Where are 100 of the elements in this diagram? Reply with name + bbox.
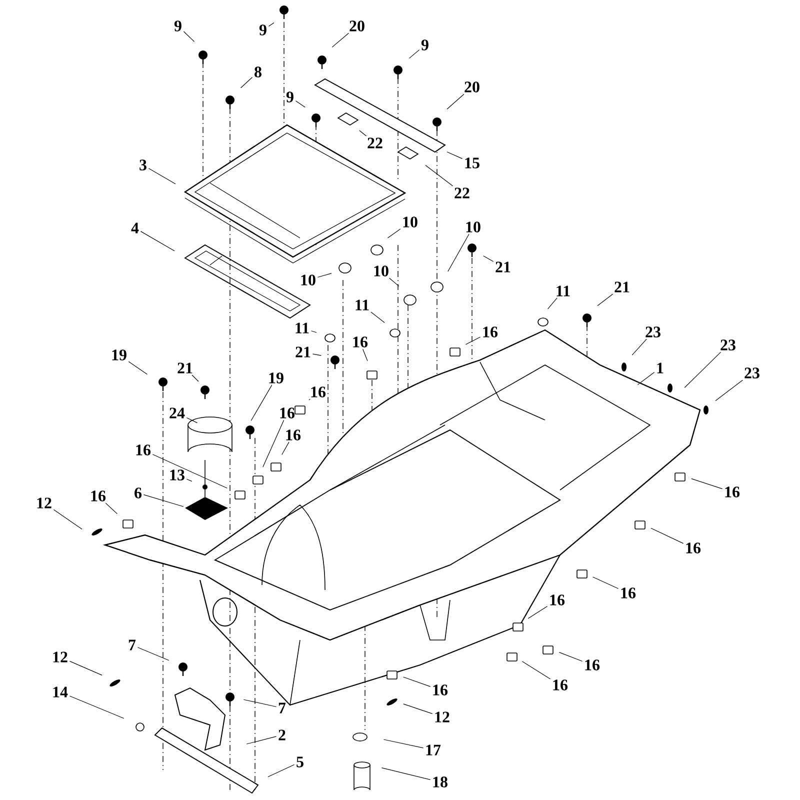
callout-number: 16 [621,588,636,598]
leader-line [448,234,470,272]
leader-line [548,298,558,310]
callout-number: 19 [112,350,126,360]
leader-line [408,50,420,59]
callout-number: 7 [278,702,286,714]
callout-number: 16 [553,680,568,690]
leader-line [148,168,176,184]
callout-number: 1 [657,362,664,374]
leader-line [715,380,743,401]
callout-number: 11 [356,300,369,310]
leader-line [243,699,277,708]
callout-number: 16 [136,444,151,456]
leader-line [282,442,290,455]
leader-line [262,420,284,468]
callout-number: 10 [374,266,388,276]
leader-line [528,606,548,619]
callout-number: 16 [483,326,498,338]
leader-line [483,256,494,262]
callout-number: 10 [403,216,418,228]
leader-line [295,100,306,108]
callout-number: 20 [464,82,480,92]
callout-number: 14 [53,686,68,698]
callout-number: 24 [170,408,185,418]
callout-number: 22 [454,188,470,198]
callout-number: 21 [614,282,630,292]
leader-line [465,336,481,345]
callout-number: 8 [254,66,262,78]
leader-line [425,165,454,186]
leader-line [381,768,431,780]
callout-number: 16 [433,684,448,696]
leader-line [597,294,614,306]
callout-number: 23 [744,368,760,378]
leader-line [268,764,295,778]
leader-line [53,509,82,530]
leader-line [312,354,322,356]
leader-line [359,130,367,136]
callout-number: 2 [278,730,286,740]
leader-line [383,739,424,748]
leader-line [362,348,368,362]
leader-line [140,231,175,252]
leader-line [446,94,464,110]
callout-number: 16 [91,490,106,502]
callout-number: 9 [286,92,294,102]
callout-number: 20 [350,20,364,32]
callout-number: 21 [496,262,510,272]
leader-line [308,398,310,400]
callout-number: 16 [286,430,301,440]
callout-number: 13 [170,470,184,480]
leader-line [403,704,433,714]
callout-number: 9 [421,40,428,50]
callout-number: 11 [296,322,309,334]
leader-line [186,417,198,424]
leader-line [310,330,317,333]
callout-number: 23 [646,326,660,338]
callout-number: 9 [174,20,182,32]
leader-line [268,22,274,27]
leader-line [446,152,463,159]
callout-number: 16 [311,386,326,398]
leader-line [370,312,385,323]
leader-line [183,31,195,42]
callout-number: 3 [140,160,146,170]
leader-line [105,502,118,514]
leader-line [650,528,684,544]
callout-number: 5 [296,756,304,768]
leader-line [558,652,583,662]
callout-number: 21 [178,362,192,374]
callout-number: 16 [550,594,565,606]
leader-line [152,454,228,488]
leader-line [691,478,723,490]
leader-line [143,494,184,507]
leader-line [522,661,551,680]
callout-number: 23 [720,340,736,350]
callout-number: 19 [269,372,284,384]
callout-number: 17 [426,744,441,756]
leader-line [246,736,277,744]
leader-line [69,696,124,719]
leader-line [128,361,148,374]
leader-line [332,32,349,48]
callout-number: 21 [296,346,310,358]
callout-number: 10 [301,274,316,286]
callout-number: 10 [466,222,480,232]
callout-number: 6 [134,488,142,498]
leader-line [403,676,431,687]
leader-line [137,647,170,661]
callout-number: 16 [353,336,368,348]
leader-line [592,576,619,589]
leader-line [250,384,272,421]
leader-line [240,76,253,88]
leader-line [186,478,192,482]
callout-number: 12 [435,712,450,722]
callout-number: 7 [128,640,136,650]
callout-number: 12 [37,498,52,508]
callout-number: 16 [725,486,740,498]
leader-line [684,352,722,388]
callout-number: 18 [433,776,448,788]
leader-line [632,338,647,356]
callout-number: 22 [368,138,382,148]
callout-number: 16 [686,542,701,554]
callout-number: 16 [280,408,295,418]
